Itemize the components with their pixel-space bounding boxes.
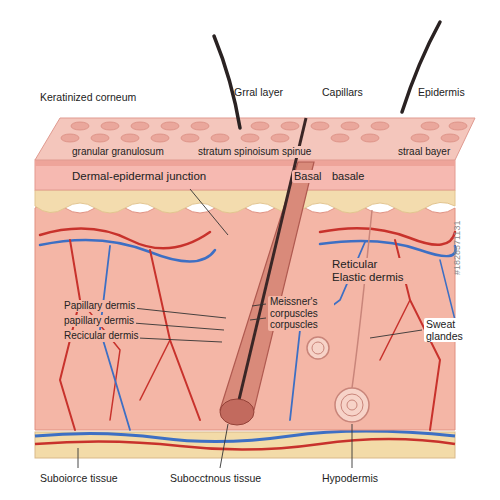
part-label: Meissner's corpuscles corpuscles [268, 296, 334, 331]
part-label: Papillary dermis [62, 300, 137, 312]
part-label: Hypodermis [322, 472, 378, 484]
part-label: Sweat glandes [424, 318, 474, 342]
part-label: Epidermis [418, 86, 465, 98]
hair-bulb [220, 399, 254, 425]
part-label: stratum spinoisum spinue [196, 146, 313, 158]
part-label: Basal [292, 170, 324, 183]
part-label: basale [330, 170, 366, 183]
part-label: straal bayer [396, 146, 452, 158]
watermark: #1828571131 [452, 221, 462, 275]
epidermis-stripe [35, 160, 455, 166]
part-label: Grral layer [234, 86, 283, 98]
part-label: Reticular Elastic dermis [330, 258, 414, 284]
part-label: Keratinized corneum [40, 91, 136, 103]
part-label: Dermal-epidermal junction [70, 170, 208, 183]
part-label: Recicular dermis [62, 330, 140, 342]
skin-surface [35, 118, 475, 160]
hypodermis-layer [35, 432, 455, 458]
leader-lines [78, 189, 422, 468]
hair-shaft [214, 36, 240, 128]
part-label: granular granulosum [70, 146, 166, 158]
papillary-band [35, 190, 455, 213]
part-label: Capillars [322, 86, 363, 98]
part-label: papillary dermis [62, 315, 136, 327]
hair-shaft [402, 22, 440, 112]
part-label: Subocctnous tissue [170, 472, 261, 484]
part-label: Suboiorce tissue [40, 472, 118, 484]
hair-root [238, 118, 306, 404]
artery [35, 439, 455, 450]
surface-cells [61, 122, 467, 142]
epidermis-layer [35, 160, 455, 190]
